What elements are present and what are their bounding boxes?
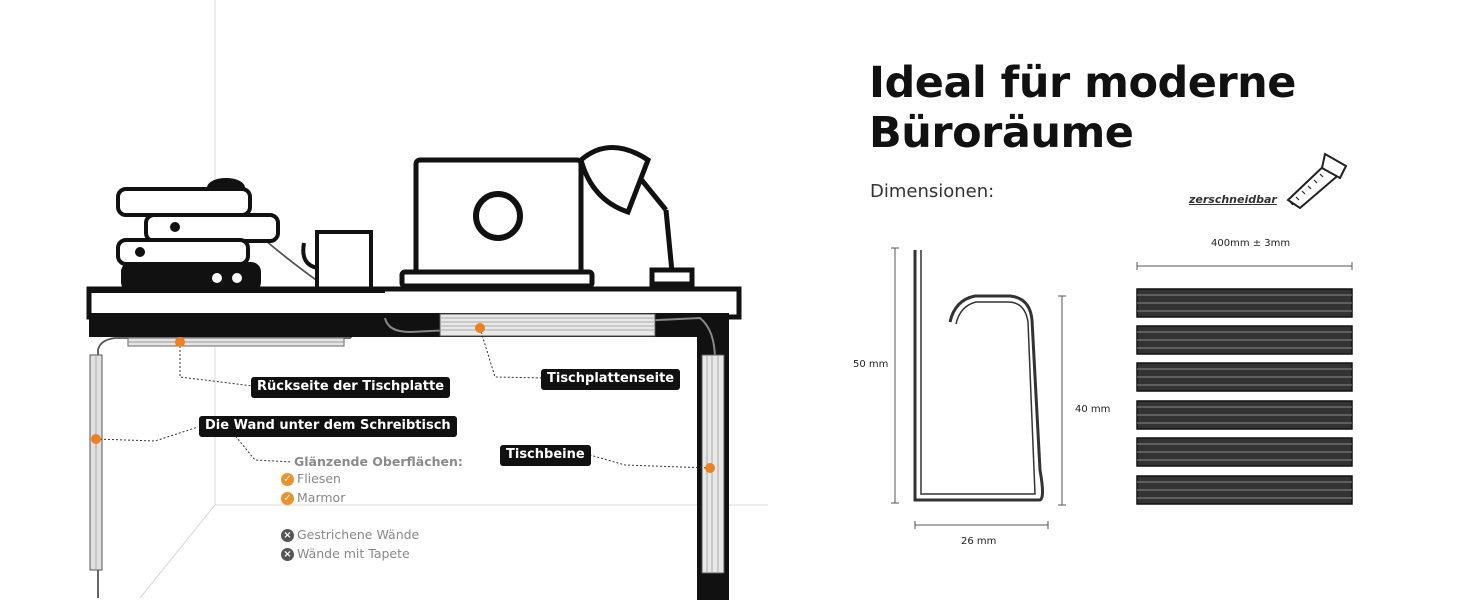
measure-width: 26 mm bbox=[961, 536, 997, 547]
page-title-line-2: Büroräume bbox=[869, 108, 1134, 158]
label-desk-legs: Tischbeine bbox=[500, 445, 591, 466]
lamp bbox=[578, 145, 695, 287]
books bbox=[116, 178, 280, 292]
marker-dots bbox=[91, 323, 715, 473]
label-wall-under-desk: Die Wand unter dem Schreibtisch bbox=[199, 416, 457, 437]
surface-unsuitable-text: Wände mit Tapete bbox=[297, 546, 410, 561]
surface-suitable-text: Fliesen bbox=[297, 471, 341, 486]
measure-height-outer: 40 mm bbox=[1075, 404, 1111, 415]
strip-desk-side bbox=[439, 313, 656, 337]
strip-stack bbox=[1136, 288, 1353, 505]
label-desk-back: Rückseite der Tischplatte bbox=[251, 377, 451, 398]
check-icon: ✓ bbox=[281, 472, 294, 486]
label-desk-side: Tischplattenseite bbox=[541, 369, 681, 390]
surface-suitable-2: ✓ Marmor bbox=[281, 490, 345, 506]
surface-suitable-text: Marmor bbox=[297, 490, 346, 505]
page-title-line-1: Ideal für moderne bbox=[869, 58, 1296, 108]
cuttable-label: zerschneidbar bbox=[1189, 193, 1277, 206]
cross-icon: × bbox=[281, 547, 294, 561]
surface-unsuitable-1: × Gestrichene Wände bbox=[281, 527, 419, 543]
surface-unsuitable-2: × Wände mit Tapete bbox=[281, 546, 410, 562]
surface-suitable-1: ✓ Fliesen bbox=[281, 471, 341, 487]
profile-drawing bbox=[913, 250, 1044, 502]
cable-strips bbox=[89, 313, 725, 574]
laptop bbox=[399, 157, 595, 289]
dimension-lines bbox=[891, 247, 1353, 529]
page-title: Ideal für moderne Büroräume bbox=[869, 58, 1296, 158]
surface-unsuitable-text: Gestrichene Wände bbox=[297, 527, 420, 542]
saw-icon bbox=[1286, 152, 1348, 210]
cross-icon: × bbox=[281, 528, 294, 542]
dimensions-label: Dimensionen: bbox=[870, 181, 995, 202]
measure-length: 400mm ± 3mm bbox=[1211, 238, 1291, 249]
measure-height-inner: 50 mm bbox=[853, 359, 889, 370]
leader-lines bbox=[95, 327, 711, 469]
check-icon: ✓ bbox=[281, 491, 294, 505]
surfaces-title: Glänzende Oberflächen: bbox=[294, 454, 463, 470]
surfaces-title-text: Glänzende Oberflächen: bbox=[294, 454, 463, 469]
mug bbox=[301, 230, 373, 291]
